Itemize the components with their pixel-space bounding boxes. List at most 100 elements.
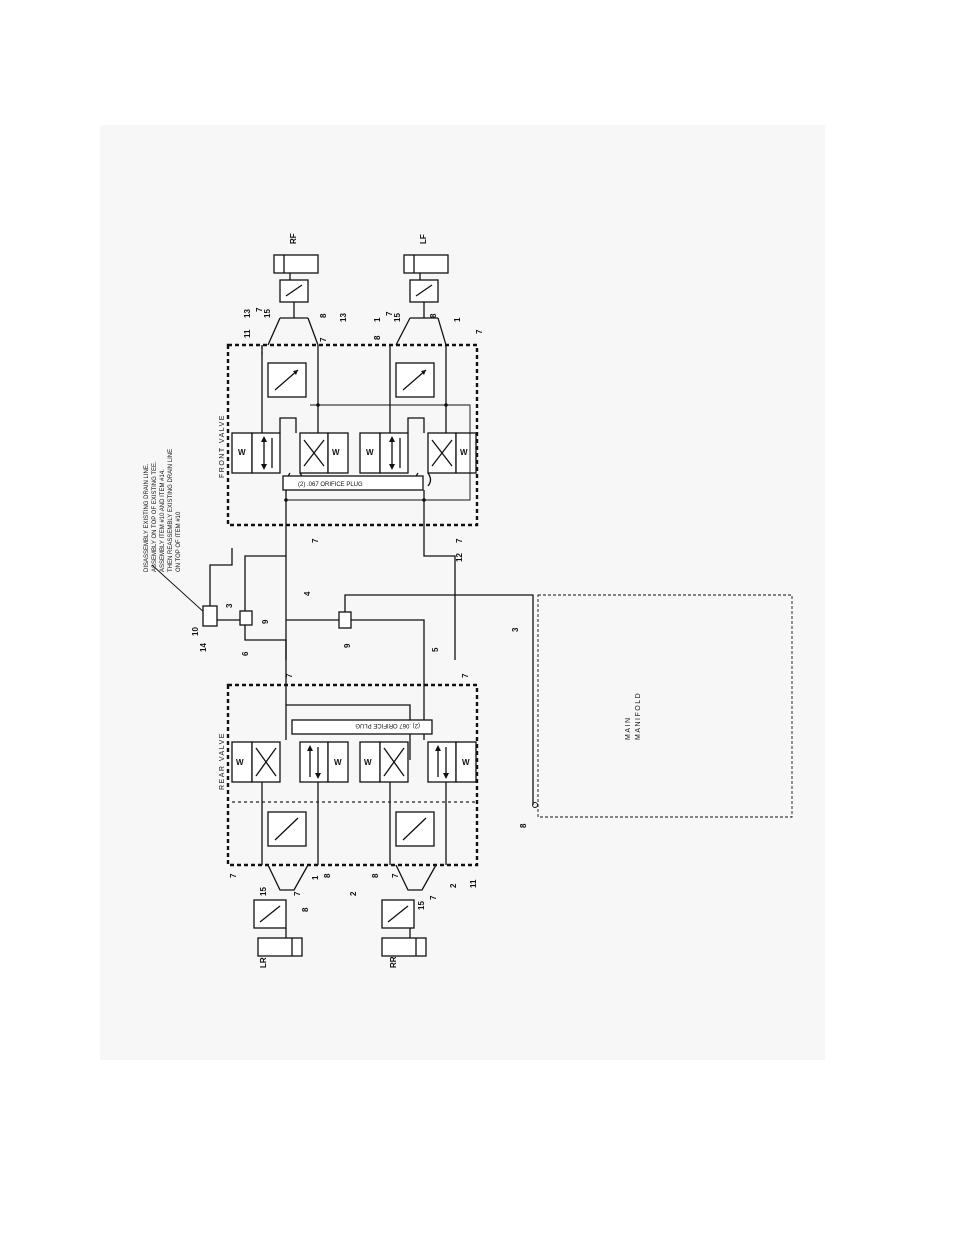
svg-text:2: 2 xyxy=(349,891,358,896)
spring-symbol: W xyxy=(332,448,340,457)
tee-fitting-9-lower xyxy=(338,611,352,629)
svg-text:W: W xyxy=(462,758,470,767)
svg-text:8: 8 xyxy=(323,873,332,878)
tee-fitting-9-upper xyxy=(239,610,253,626)
svg-text:9: 9 xyxy=(343,643,352,648)
svg-text:1: 1 xyxy=(311,875,320,880)
pressure-valve xyxy=(267,362,307,398)
svg-text:7: 7 xyxy=(475,329,484,334)
svg-text:8: 8 xyxy=(371,873,380,878)
note-line-1: DISASSEMBLY EXISTING DRAIN LINE. xyxy=(144,463,150,572)
note-line-2: ASSEMBLY ON TOP OF EXISTING TEE. xyxy=(152,461,158,572)
svg-text:15: 15 xyxy=(263,309,272,318)
rf-label: RF xyxy=(289,233,298,244)
svg-text:4: 4 xyxy=(303,591,312,596)
front-orifice-plug-box xyxy=(282,475,424,491)
svg-text:MANIFOLD: MANIFOLD xyxy=(635,692,642,740)
svg-text:7: 7 xyxy=(293,891,302,896)
svg-text:13: 13 xyxy=(339,313,348,322)
svg-text:8: 8 xyxy=(519,823,528,828)
lr-actuator: LR xyxy=(253,864,309,968)
svg-text:6: 6 xyxy=(241,651,250,656)
front-valve-section-lf: W W xyxy=(359,362,477,487)
svg-text:11: 11 xyxy=(243,329,252,338)
svg-text:8: 8 xyxy=(301,907,310,912)
main-manifold-label: MAIN MANIFOLD xyxy=(625,692,642,740)
note-line-5: ON TOP OF ITEM #10 xyxy=(176,511,182,572)
rear-bottom-callouts: 7 8 15 7 8 1 2 8 15 7 2 11 7 xyxy=(229,873,478,912)
note-leader-line xyxy=(151,564,207,615)
svg-text:7: 7 xyxy=(429,895,438,900)
svg-text:1: 1 xyxy=(373,317,382,322)
svg-text:W: W xyxy=(236,758,244,767)
svg-text:8: 8 xyxy=(373,335,382,340)
valve-spool-right xyxy=(327,432,349,474)
rear-valve-boundary xyxy=(226,683,479,867)
rear-valve-label: REAR VALVE xyxy=(219,732,226,790)
front-valve-label: FRONT VALVE xyxy=(219,414,226,478)
svg-text:7: 7 xyxy=(319,337,328,342)
lf-cylinder xyxy=(403,254,449,274)
svg-text:LR: LR xyxy=(259,957,268,968)
line-12 xyxy=(423,525,456,660)
line-3 xyxy=(344,594,534,805)
front-valve-section-rf: W W xyxy=(231,345,349,487)
svg-text:7: 7 xyxy=(455,538,464,543)
note-block: DISASSEMBLY EXISTING DRAIN LINE. ASSEMBL… xyxy=(144,449,182,572)
scan-background xyxy=(100,125,825,1060)
svg-text:9: 9 xyxy=(261,619,270,624)
svg-text:8: 8 xyxy=(429,313,438,318)
rr-actuator: RR xyxy=(381,864,437,968)
rear-orifice-plug-label: (2) .067 ORIFICE PLUG xyxy=(355,722,420,728)
main-manifold-box xyxy=(537,594,793,818)
rear-orifice-plug-box xyxy=(291,719,433,735)
svg-text:15: 15 xyxy=(259,887,268,896)
svg-text:1: 1 xyxy=(453,317,462,322)
rear-valve-section-rr: W W xyxy=(359,741,477,847)
svg-text:15: 15 xyxy=(393,313,402,322)
front-orifice-plug-label: (2) .067 ORIFICE PLUG xyxy=(298,482,363,488)
svg-text:13: 13 xyxy=(243,309,252,318)
note-line-4: THEN REASSEMBLY EXISTING DRAIN LINE xyxy=(168,449,174,572)
svg-text:8: 8 xyxy=(319,313,328,318)
lf-actuator: LF xyxy=(395,234,449,346)
svg-text:11: 11 xyxy=(469,879,478,888)
svg-text:7: 7 xyxy=(229,873,238,878)
svg-text:W: W xyxy=(364,758,372,767)
valve-spool-center xyxy=(427,432,457,474)
svg-text:15: 15 xyxy=(417,901,426,910)
rear-valve-section-lr: W W xyxy=(231,741,349,847)
center-callouts: 3 10 14 9 6 4 9 5 3 8 xyxy=(191,591,528,828)
svg-text:7: 7 xyxy=(255,307,264,312)
spring-symbol: W xyxy=(366,448,374,457)
svg-text:W: W xyxy=(334,758,342,767)
lf-label: LF xyxy=(419,234,428,244)
note-line-3: ASSEMBLY ITEM #10 AND ITEM #14. xyxy=(160,469,166,572)
svg-text:MAIN: MAIN xyxy=(625,717,632,741)
tee-fitting-10 xyxy=(202,605,218,627)
svg-text:7: 7 xyxy=(285,673,294,678)
svg-text:7: 7 xyxy=(311,538,320,543)
svg-text:2: 2 xyxy=(449,883,458,888)
valve-spool-right xyxy=(455,432,477,474)
front-callouts: 13 11 7 15 8 7 13 1 7 15 8 8 1 7 xyxy=(243,307,484,342)
svg-text:3: 3 xyxy=(225,603,234,608)
valve-spool-left xyxy=(379,432,409,474)
rf-cylinder xyxy=(273,254,319,274)
svg-text:7: 7 xyxy=(391,873,400,878)
svg-text:12: 12 xyxy=(455,553,464,562)
svg-text:14: 14 xyxy=(199,643,208,652)
rf-actuator: RF xyxy=(267,233,319,346)
svg-text:5: 5 xyxy=(431,647,440,652)
line-6 xyxy=(244,525,287,618)
svg-text:7: 7 xyxy=(461,673,470,678)
front-bottom-callouts: 7 7 12 xyxy=(311,538,464,562)
svg-text:7: 7 xyxy=(385,311,394,316)
svg-text:10: 10 xyxy=(191,627,200,636)
spring-symbol: W xyxy=(238,448,246,457)
valve-spool-left xyxy=(251,432,281,474)
spring-symbol: W xyxy=(460,448,468,457)
svg-text:3: 3 xyxy=(511,627,520,632)
